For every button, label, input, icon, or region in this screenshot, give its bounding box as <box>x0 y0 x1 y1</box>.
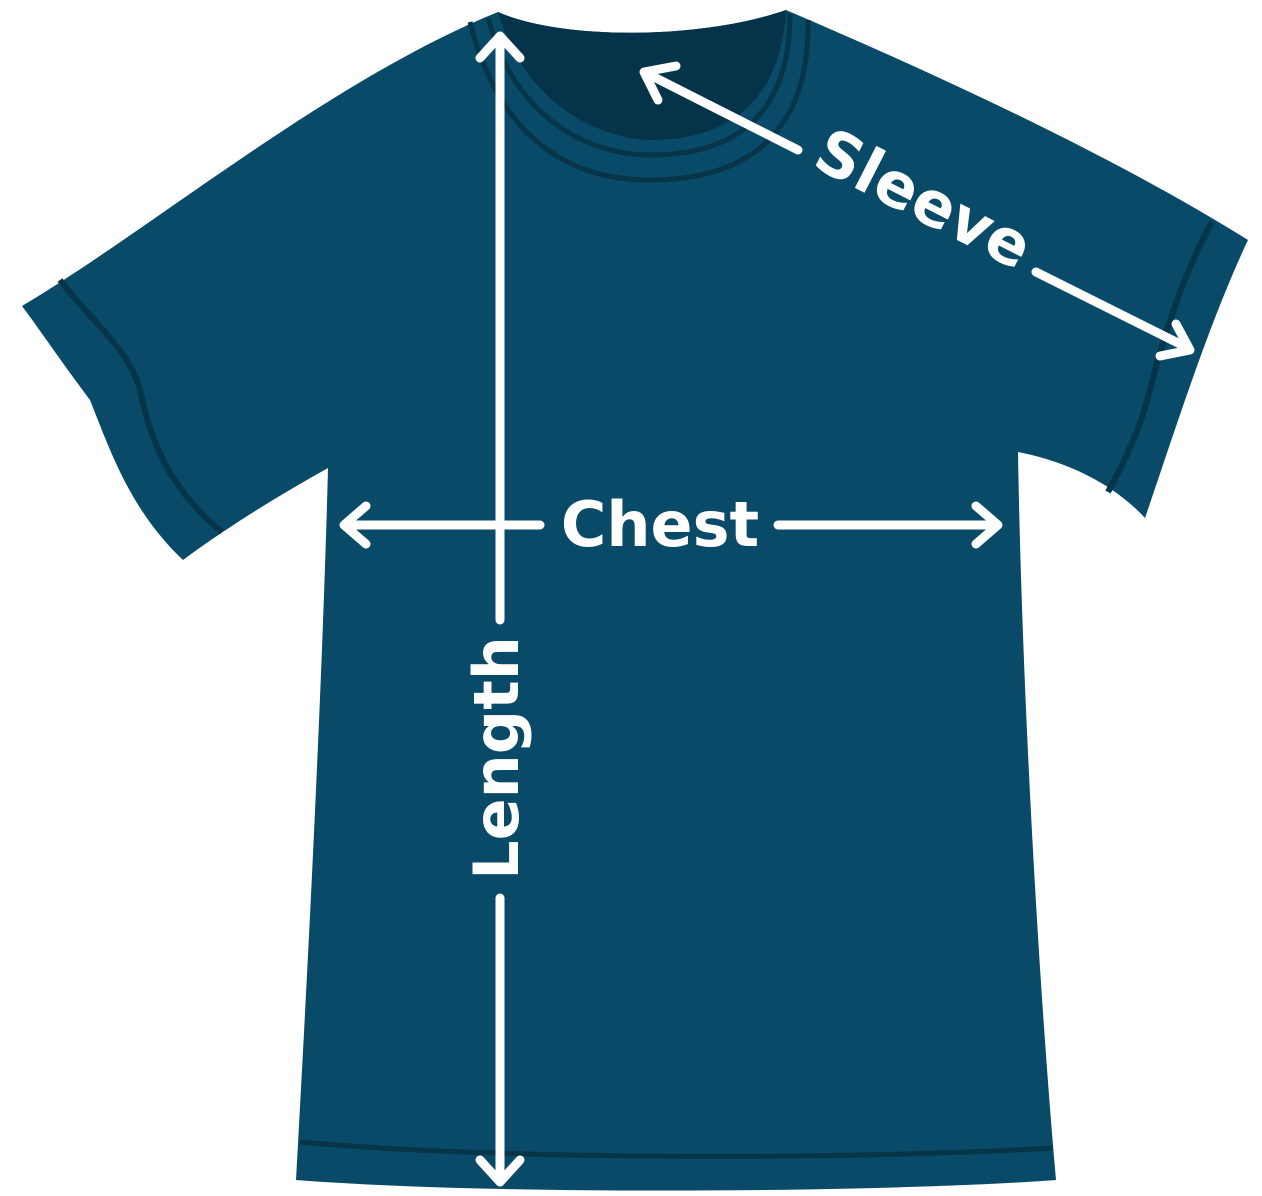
shirt-body <box>22 10 1248 1191</box>
length-label: Length <box>460 636 533 880</box>
chest-label: Chest <box>561 488 759 561</box>
